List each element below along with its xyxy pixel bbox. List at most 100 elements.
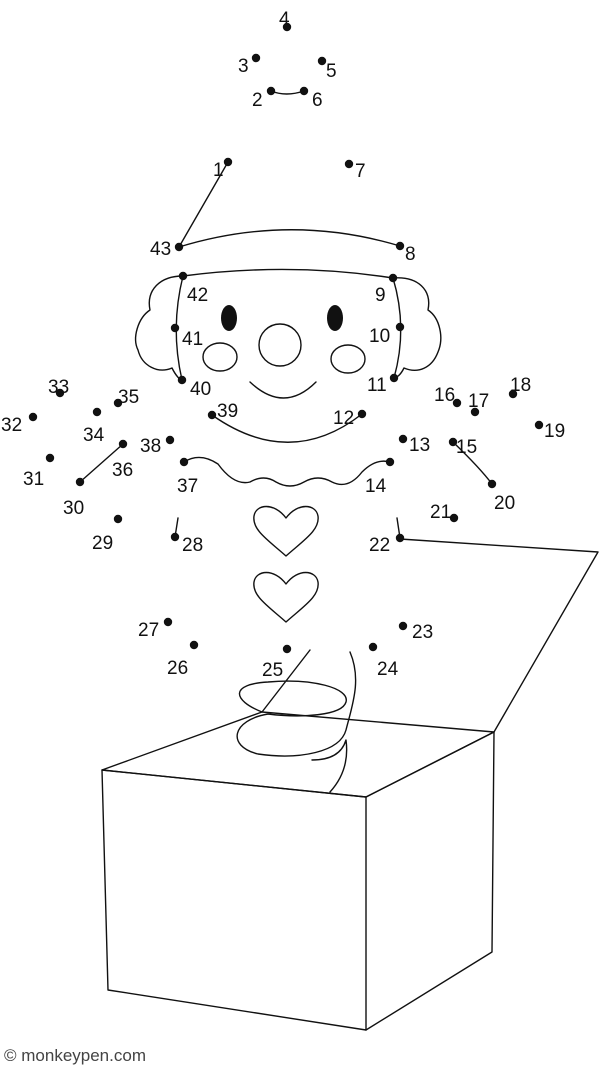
dot-marker	[28, 412, 38, 422]
dot-number-label: 28	[182, 535, 203, 556]
dot-marker	[92, 407, 102, 417]
dot-marker	[178, 271, 188, 281]
nose	[258, 323, 302, 367]
dot-number-label: 8	[405, 244, 416, 265]
dot-marker	[179, 457, 189, 467]
dot-17: 17	[468, 391, 489, 417]
dot-number-label: 9	[375, 285, 386, 306]
dot-marker	[165, 435, 175, 445]
dot-marker	[389, 373, 399, 383]
dot-number-label: 43	[150, 239, 171, 260]
dot-42: 42	[178, 271, 208, 306]
dot-number-label: 11	[367, 375, 387, 396]
dot-30: 30	[63, 477, 85, 519]
dot-marker	[282, 22, 292, 32]
dot-10: 10	[369, 322, 405, 347]
dot-number-label: 41	[182, 329, 203, 350]
spring-bottom	[311, 739, 348, 793]
mouth	[249, 381, 317, 399]
dot-1: 1	[213, 157, 233, 181]
dot-13: 13	[398, 434, 430, 456]
spring	[236, 649, 357, 757]
dot-25: 25	[262, 644, 292, 681]
dot-31: 31	[23, 453, 55, 490]
dot-23: 23	[398, 621, 433, 643]
dot-number-label: 1	[213, 160, 224, 181]
dot-43: 43	[150, 239, 184, 260]
dot-marker	[170, 323, 180, 333]
dot-marker	[282, 644, 292, 654]
dot-26: 26	[167, 640, 199, 679]
dot-35: 35	[113, 387, 139, 408]
dot-28: 28	[170, 532, 203, 556]
hair-right	[392, 277, 442, 379]
dot-number-label: 16	[434, 385, 455, 406]
dot-number-label: 37	[177, 476, 198, 497]
dot-number-label: 21	[430, 502, 451, 523]
dot-marker	[118, 439, 128, 449]
dot-number-label: 6	[312, 90, 323, 111]
dot-40: 40	[177, 375, 211, 400]
dot-33: 33	[48, 377, 69, 398]
dot-36: 36	[112, 439, 133, 481]
dot-marker	[223, 157, 233, 167]
dot-number-label: 36	[112, 460, 133, 481]
dot-number-label: 12	[333, 408, 354, 429]
dot-number-label: 34	[83, 425, 105, 446]
dot-number-label: 20	[494, 493, 515, 514]
dot-marker	[395, 533, 405, 543]
dot-number-label: 2	[252, 90, 263, 111]
credit-text: © monkeypen.com	[4, 1046, 146, 1065]
dot-number-label: 35	[118, 387, 139, 408]
heart-bottom	[253, 571, 319, 623]
dot-16: 16	[434, 385, 462, 408]
dot-number-label: 4	[279, 9, 290, 30]
dot-marker	[398, 434, 408, 444]
dot-marker	[344, 159, 354, 169]
right-eye	[327, 305, 343, 331]
left-arm-line	[79, 443, 124, 483]
dot-number-label: 14	[365, 476, 387, 497]
left-cheek	[202, 342, 238, 372]
dot-marker	[508, 389, 518, 399]
dot-41: 41	[170, 323, 203, 350]
dot-number-label: 24	[377, 659, 399, 680]
dot-5: 5	[317, 56, 337, 82]
dot-6: 6	[299, 86, 323, 111]
dot-number-label: 7	[355, 161, 366, 182]
dot-2: 2	[252, 86, 276, 111]
dot-marker	[55, 388, 65, 398]
dot-24: 24	[368, 642, 399, 680]
dot-marker	[470, 407, 480, 417]
dot-marker	[163, 617, 173, 627]
dot-21: 21	[430, 502, 459, 523]
dot-number-label: 27	[138, 620, 159, 641]
dot-number-label: 17	[468, 391, 489, 412]
dot-number-label: 26	[167, 658, 188, 679]
dot-22: 22	[369, 533, 405, 556]
dot-number-label: 19	[544, 421, 565, 442]
dot-14: 14	[365, 457, 395, 497]
dot-number-label: 25	[262, 660, 283, 681]
dot-marker	[299, 86, 309, 96]
dot-29: 29	[92, 514, 123, 554]
dot-3: 3	[238, 53, 261, 77]
right-cheek	[330, 344, 366, 374]
box-side	[365, 731, 495, 1031]
dot-marker	[395, 322, 405, 332]
dot-marker	[113, 514, 123, 524]
dot-number-label: 32	[1, 415, 22, 436]
hat-band-curve	[178, 229, 401, 248]
dot-marker	[177, 375, 187, 385]
chin	[211, 413, 363, 443]
dot-marker	[449, 513, 459, 523]
dot-number-label: 13	[409, 435, 430, 456]
dot-37: 37	[177, 457, 198, 497]
dot-marker	[448, 437, 458, 447]
dot-marker	[251, 53, 261, 63]
hat-brim-line	[270, 90, 305, 95]
dot-marker	[207, 410, 217, 420]
dot-9: 9	[375, 273, 398, 306]
dot-number-label: 23	[412, 622, 433, 643]
